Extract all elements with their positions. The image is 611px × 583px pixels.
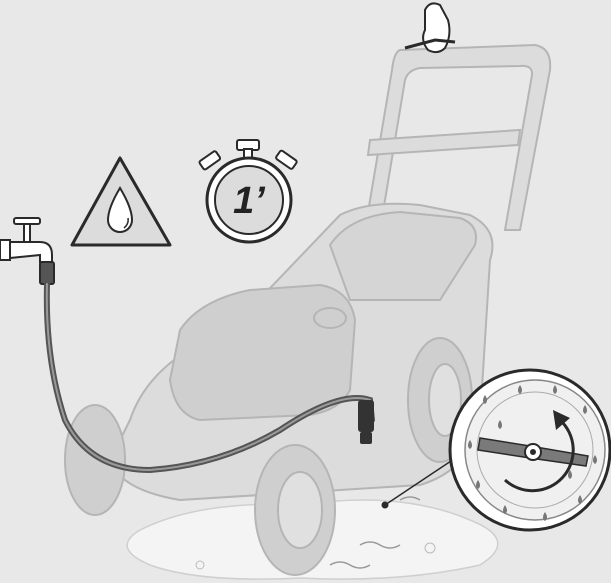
timer-duration-label: 1’ bbox=[233, 180, 265, 222]
hose-connector bbox=[358, 400, 374, 432]
blade-detail-view bbox=[450, 370, 610, 530]
front-wheel-left bbox=[65, 405, 125, 515]
